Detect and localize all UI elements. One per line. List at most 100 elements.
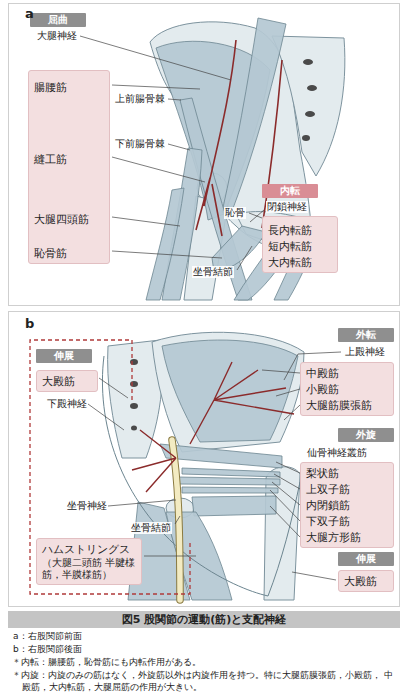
nerve-trunk — [172, 440, 180, 600]
muscle-shape — [182, 468, 280, 477]
heading-text: 伸展 — [54, 349, 74, 363]
panel-frame — [9, 312, 400, 607]
muscle-name: 恥骨筋 — [34, 246, 67, 260]
foramen-mark — [130, 381, 138, 387]
heading-tab: 伸展 — [338, 552, 394, 566]
leader-line — [270, 506, 300, 537]
muscle-name: 大殿筋 — [42, 374, 75, 388]
muscle-name: 下双子筋 — [306, 514, 350, 528]
leader-line — [168, 99, 181, 100]
part-label: 上殿神経 — [344, 346, 386, 358]
leader-line — [88, 404, 124, 430]
muscle-name: 大内転筋 — [268, 255, 312, 269]
muscle-box: 中殿筋小殿筋大腿筋膜張筋 — [300, 362, 394, 416]
leader-line — [276, 462, 300, 473]
muscle-name: 縫工筋 — [34, 152, 67, 166]
muscle-name: （大腿二頭筋 半腱様筋，半膜様筋） — [42, 557, 136, 581]
leader-line — [112, 157, 205, 182]
leader-line — [108, 500, 176, 506]
leader-line — [237, 246, 252, 270]
part-label: 下殿神経 — [46, 398, 88, 410]
heading-text: 外旋 — [356, 428, 376, 442]
bone-shape — [152, 332, 304, 452]
leader-line — [284, 405, 300, 420]
foramen-mark — [305, 111, 315, 117]
leader-line — [99, 378, 128, 398]
muscle-name: 中殿筋 — [306, 366, 339, 380]
muscle-box: 腸腰筋縫工筋大腿四頭筋恥骨筋 — [28, 70, 110, 264]
part-label: 坐骨結節 — [192, 266, 234, 278]
part-label: 上前腸骨棘 — [114, 93, 166, 105]
heading-tab: 伸展 — [36, 349, 92, 363]
bone-shape — [272, 36, 345, 176]
muscle-name: 小殿筋 — [306, 382, 339, 396]
muscle-shape — [146, 188, 184, 300]
muscle-box: 大殿筋 — [338, 570, 394, 592]
nerve-trunk — [172, 440, 180, 600]
part-label: 恥骨 — [224, 207, 246, 219]
note-text: ＊内旋：内旋のみの筋はなく，外旋筋以外は内旋作用を持つ。特に大腿筋膜張筋，小殿筋… — [12, 670, 398, 693]
muscle-name: 大腿四頭筋 — [34, 212, 89, 226]
part-label: 坐骨結節 — [130, 522, 172, 534]
note-text: a：右股関節前面 — [12, 631, 398, 643]
leader-line — [112, 85, 200, 89]
foramen-mark — [130, 359, 138, 365]
leader-line — [262, 370, 300, 373]
nerve-line — [132, 430, 176, 492]
note-text: ＊内転：腸腰筋，恥骨筋にも内転作用がある。 — [12, 657, 398, 669]
leader-line — [112, 251, 222, 258]
panel-frame — [9, 4, 400, 607]
nerve-line — [132, 362, 294, 492]
muscle-name: 大殿筋 — [344, 574, 377, 588]
muscle-name: 大腿方形筋 — [306, 530, 361, 544]
muscle-name: 大腿筋膜張筋 — [306, 398, 372, 412]
panel-frame — [9, 4, 400, 306]
part-label: 坐骨神経 — [66, 500, 108, 512]
heading-text: 屈曲 — [48, 13, 68, 27]
note-text: b：右股関節後面 — [12, 644, 398, 656]
muscle-name: 長内転筋 — [268, 223, 312, 237]
panel-letter: b — [24, 316, 35, 331]
leader-line — [144, 556, 196, 557]
foramen-mark — [302, 135, 310, 141]
foramen-mark — [130, 403, 138, 409]
nerve-trunk — [172, 440, 180, 600]
nerve-line — [190, 362, 294, 444]
leader-line — [272, 482, 300, 505]
part-label: 閉鎖神経 — [266, 201, 308, 213]
foramen-mark — [302, 59, 317, 141]
muscle-name: ハムストリングス — [42, 542, 130, 556]
leader-line — [175, 516, 180, 524]
leader-line — [276, 389, 300, 396]
muscle-box: 大殿筋 — [36, 370, 98, 392]
leader-line — [168, 144, 190, 150]
muscle-name: 梨状筋 — [306, 466, 339, 480]
muscle-shape — [192, 496, 276, 516]
muscle-name: 内閉鎖筋 — [306, 498, 350, 512]
muscle-shape — [182, 487, 278, 493]
foramen-mark — [303, 59, 313, 65]
heading-tab: 外転 — [338, 328, 394, 342]
muscle-name: 腸腰筋 — [34, 80, 67, 94]
leader-line — [270, 490, 300, 521]
muscle-box: 長内転筋短内転筋大内転筋 — [262, 216, 338, 273]
foramen-mark — [130, 359, 138, 431]
muscle-name: 上双子筋 — [306, 482, 350, 496]
muscle-shape — [146, 18, 312, 300]
heading-text: 内転 — [280, 184, 300, 198]
muscle-box: ハムストリングス（大腿二頭筋 半腱様筋，半膜様筋） — [36, 538, 142, 585]
muscle-shape — [178, 477, 280, 485]
muscle-shape — [162, 340, 298, 442]
panel-letter: a — [24, 6, 35, 21]
leader-line — [112, 217, 180, 226]
heading-text: 外転 — [356, 328, 376, 342]
leader-line — [292, 572, 336, 580]
heading-text: 伸展 — [356, 552, 376, 566]
muscle-shape — [128, 340, 298, 600]
heading-tab: 外旋 — [338, 428, 394, 442]
muscle-name: 短内転筋 — [268, 239, 312, 253]
part-label: 仙骨神経叢筋 — [306, 447, 368, 459]
muscle-box: 梨状筋上双子筋内閉鎖筋下双子筋大腿方形筋 — [300, 462, 394, 548]
bone-shape — [264, 467, 300, 600]
